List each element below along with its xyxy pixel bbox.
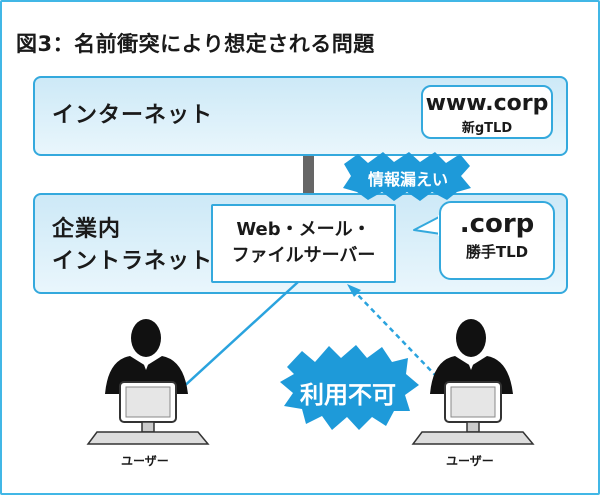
right-user-dotted-line [355, 292, 438, 378]
server-label-line1: Web・メール・ [236, 219, 371, 240]
info-leak-label: 情報漏えい [367, 170, 448, 189]
info-leak-burst [343, 152, 471, 201]
right-user-figure [411, 319, 535, 445]
intranet-label: 企業内 イントラネット [52, 214, 213, 278]
right-user-label: ユーザー [446, 454, 494, 468]
left-user-collar [141, 357, 151, 370]
left-keyboard-icon [86, 431, 210, 445]
right-keyboard-icon [411, 431, 535, 445]
left-user-connection-line [179, 281, 299, 391]
left-user-label: ユーザー [121, 454, 169, 468]
right-monitor-stand [466, 421, 480, 433]
private-tld-name: .corp [459, 209, 535, 239]
dotted-arrow-head-icon [347, 284, 361, 297]
left-user-figure [86, 319, 210, 445]
new-gtld-type: 新gTLD [461, 121, 513, 136]
new-gtld-box: www.corp 新gTLD [421, 85, 553, 139]
corp-callout-tail [413, 215, 442, 235]
intranet-label-line2: イントラネット [52, 249, 214, 274]
right-user-head [456, 319, 486, 357]
left-user-head [131, 319, 161, 357]
right-monitor-screen [450, 386, 496, 418]
internet-label: インターネット [52, 103, 214, 128]
left-monitor-stand [141, 421, 155, 433]
network-connector [303, 156, 314, 193]
private-tld-type: 勝手TLD [465, 243, 529, 261]
server-label-line2: ファイルサーバー [231, 245, 376, 266]
server-box: Web・メール・ ファイルサーバー [211, 204, 396, 283]
unavailable-burst [280, 345, 419, 430]
private-tld-box: .corp 勝手TLD [439, 201, 555, 280]
unavailable-label: 利用不可 [300, 381, 396, 409]
new-gtld-name: www.corp [425, 91, 549, 116]
left-monitor-screen [125, 386, 171, 418]
right-user-collar [466, 357, 476, 370]
intranet-label-line1: 企業内 [52, 217, 122, 242]
figure-title: 図3：名前衝突により想定される問題 [16, 32, 375, 56]
